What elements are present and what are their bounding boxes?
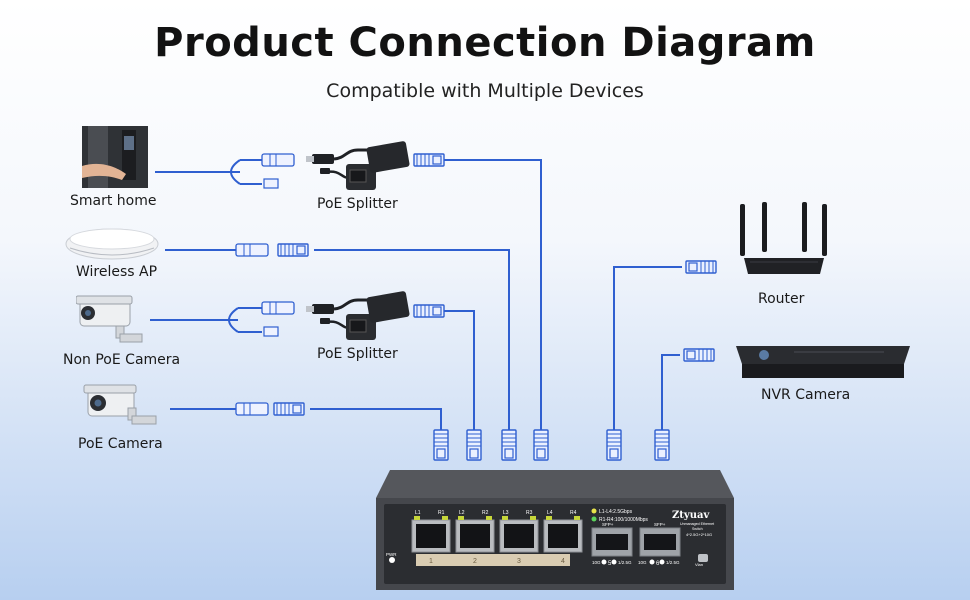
port-label-L3: L3 <box>503 510 509 516</box>
port-number-4: 4 <box>561 558 565 565</box>
page-title: Product Connection Diagram <box>154 20 816 66</box>
poe-splitter-label-2: PoE Splitter <box>317 346 398 362</box>
switch-speed-line: 4*2.5G+2*10G <box>686 532 712 537</box>
sfp-speed-label-3: 10G <box>638 560 647 565</box>
switch-brand: Ztyuav <box>672 510 710 521</box>
port-label-R1: R1 <box>438 510 445 516</box>
port-number-1: 1 <box>429 558 433 565</box>
port-number-2: 2 <box>473 558 477 565</box>
led-legend-1: L1-L4:2.5Gbps <box>599 509 633 515</box>
power-led <box>389 557 395 563</box>
poe-splitter-label-1: PoE Splitter <box>317 196 398 212</box>
rj45-port-1[interactable] <box>411 516 451 553</box>
router-label: Router <box>758 291 805 307</box>
smart-home-image <box>82 126 148 188</box>
sfp-number-5: 5 <box>608 561 612 567</box>
sfp-port-5[interactable] <box>591 527 633 557</box>
pwr-label: PWR <box>386 552 397 557</box>
poe-camera-image <box>83 384 157 425</box>
vlan-button[interactable] <box>698 554 708 562</box>
poe-splitter-image-2 <box>306 291 410 340</box>
port-label-R4: R4 <box>570 510 577 516</box>
rj45-port-2[interactable] <box>455 516 495 553</box>
rj45-port-4[interactable] <box>543 516 583 553</box>
sfp-port-6[interactable] <box>639 527 681 557</box>
sfp-label-5: SFP+ <box>602 522 614 527</box>
smart-home-label: Smart home <box>70 193 157 209</box>
poe-splitter-image-1 <box>306 141 410 190</box>
led-legend-green <box>591 516 597 522</box>
non-poe-camera-label: Non PoE Camera <box>63 352 181 368</box>
port-label-R2: R2 <box>482 510 489 516</box>
sfp-label-6: SFP+ <box>654 522 666 527</box>
nvr-image <box>736 346 910 378</box>
port-label-L4: L4 <box>547 510 553 516</box>
vlan-label: Vlan <box>695 562 703 567</box>
sfp-speed-label-2: 1/2.5G <box>618 560 632 565</box>
port-label-L1: L1 <box>415 510 421 516</box>
sfp-speed-label-4: 1/2.5G <box>666 560 680 565</box>
port-number-3: 3 <box>517 558 521 565</box>
router-image <box>740 202 827 274</box>
rj45-port-3[interactable] <box>499 516 539 553</box>
poe-camera-label: PoE Camera <box>78 436 163 452</box>
port-label-L2: L2 <box>459 510 465 516</box>
nvr-camera-label: NVR Camera <box>761 387 851 403</box>
ethernet-switch: L1 R1 L2 R2 L3 R3 L4 R4 1 2 3 4 L1-L4:2.… <box>376 470 734 590</box>
page-subtitle: Compatible with Multiple Devices <box>326 80 644 102</box>
wireless-ap-label: Wireless AP <box>76 264 158 280</box>
sfp-speed-label-1: 10G <box>592 560 601 565</box>
led-legend-2: R1-R4:100/1000Mbps <box>599 517 648 523</box>
non-poe-camera-image <box>76 295 143 343</box>
switch-model-line1: Unmanaged Ethernet <box>680 522 714 526</box>
port-label-R3: R3 <box>526 510 533 516</box>
led-legend-yellow <box>591 508 597 514</box>
sfp-number-6: 6 <box>656 561 660 567</box>
wireless-ap-image <box>65 228 159 260</box>
switch-model-line2: Switch <box>692 527 703 531</box>
